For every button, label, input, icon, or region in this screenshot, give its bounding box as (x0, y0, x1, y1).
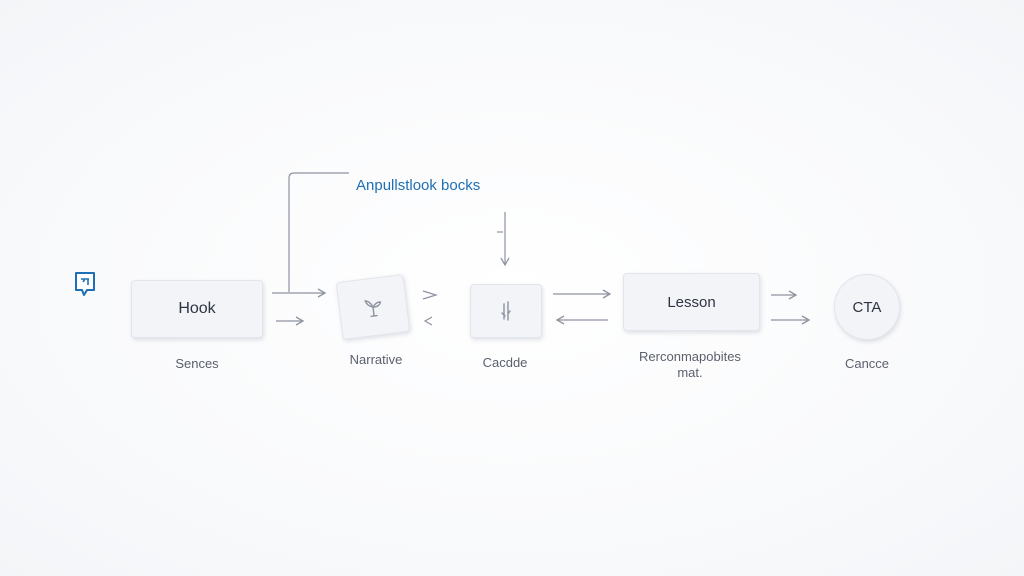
sprout-icon (364, 300, 382, 317)
chat-bubble-icon[interactable] (74, 271, 96, 297)
node-hook-label: Hook (178, 300, 216, 317)
node-cta[interactable]: CTA (834, 274, 900, 340)
arrow-narrative-cadence-right (422, 290, 439, 300)
caption-lesson: Rerconmapobites mat. (639, 349, 741, 380)
annotation-label: Anpullstlook bocks (356, 177, 481, 194)
arrow-cadence-narrative-left (423, 316, 433, 326)
caption-cta: Cancce (844, 356, 890, 371)
node-narrative[interactable] (335, 274, 411, 340)
tally-icon (501, 301, 511, 321)
node-cta-label: CTA (852, 298, 882, 316)
node-lesson-label: Lesson (667, 293, 716, 311)
caption-narrative: Narrative (349, 352, 403, 367)
caption-hook: Sences (175, 356, 219, 371)
node-lesson[interactable]: Lesson (623, 273, 760, 331)
annotation-bracket (288, 172, 349, 292)
node-cadence[interactable] (470, 284, 542, 338)
node-hook[interactable]: Hook (131, 280, 263, 338)
caption-cadence: Cacdde (482, 355, 528, 370)
